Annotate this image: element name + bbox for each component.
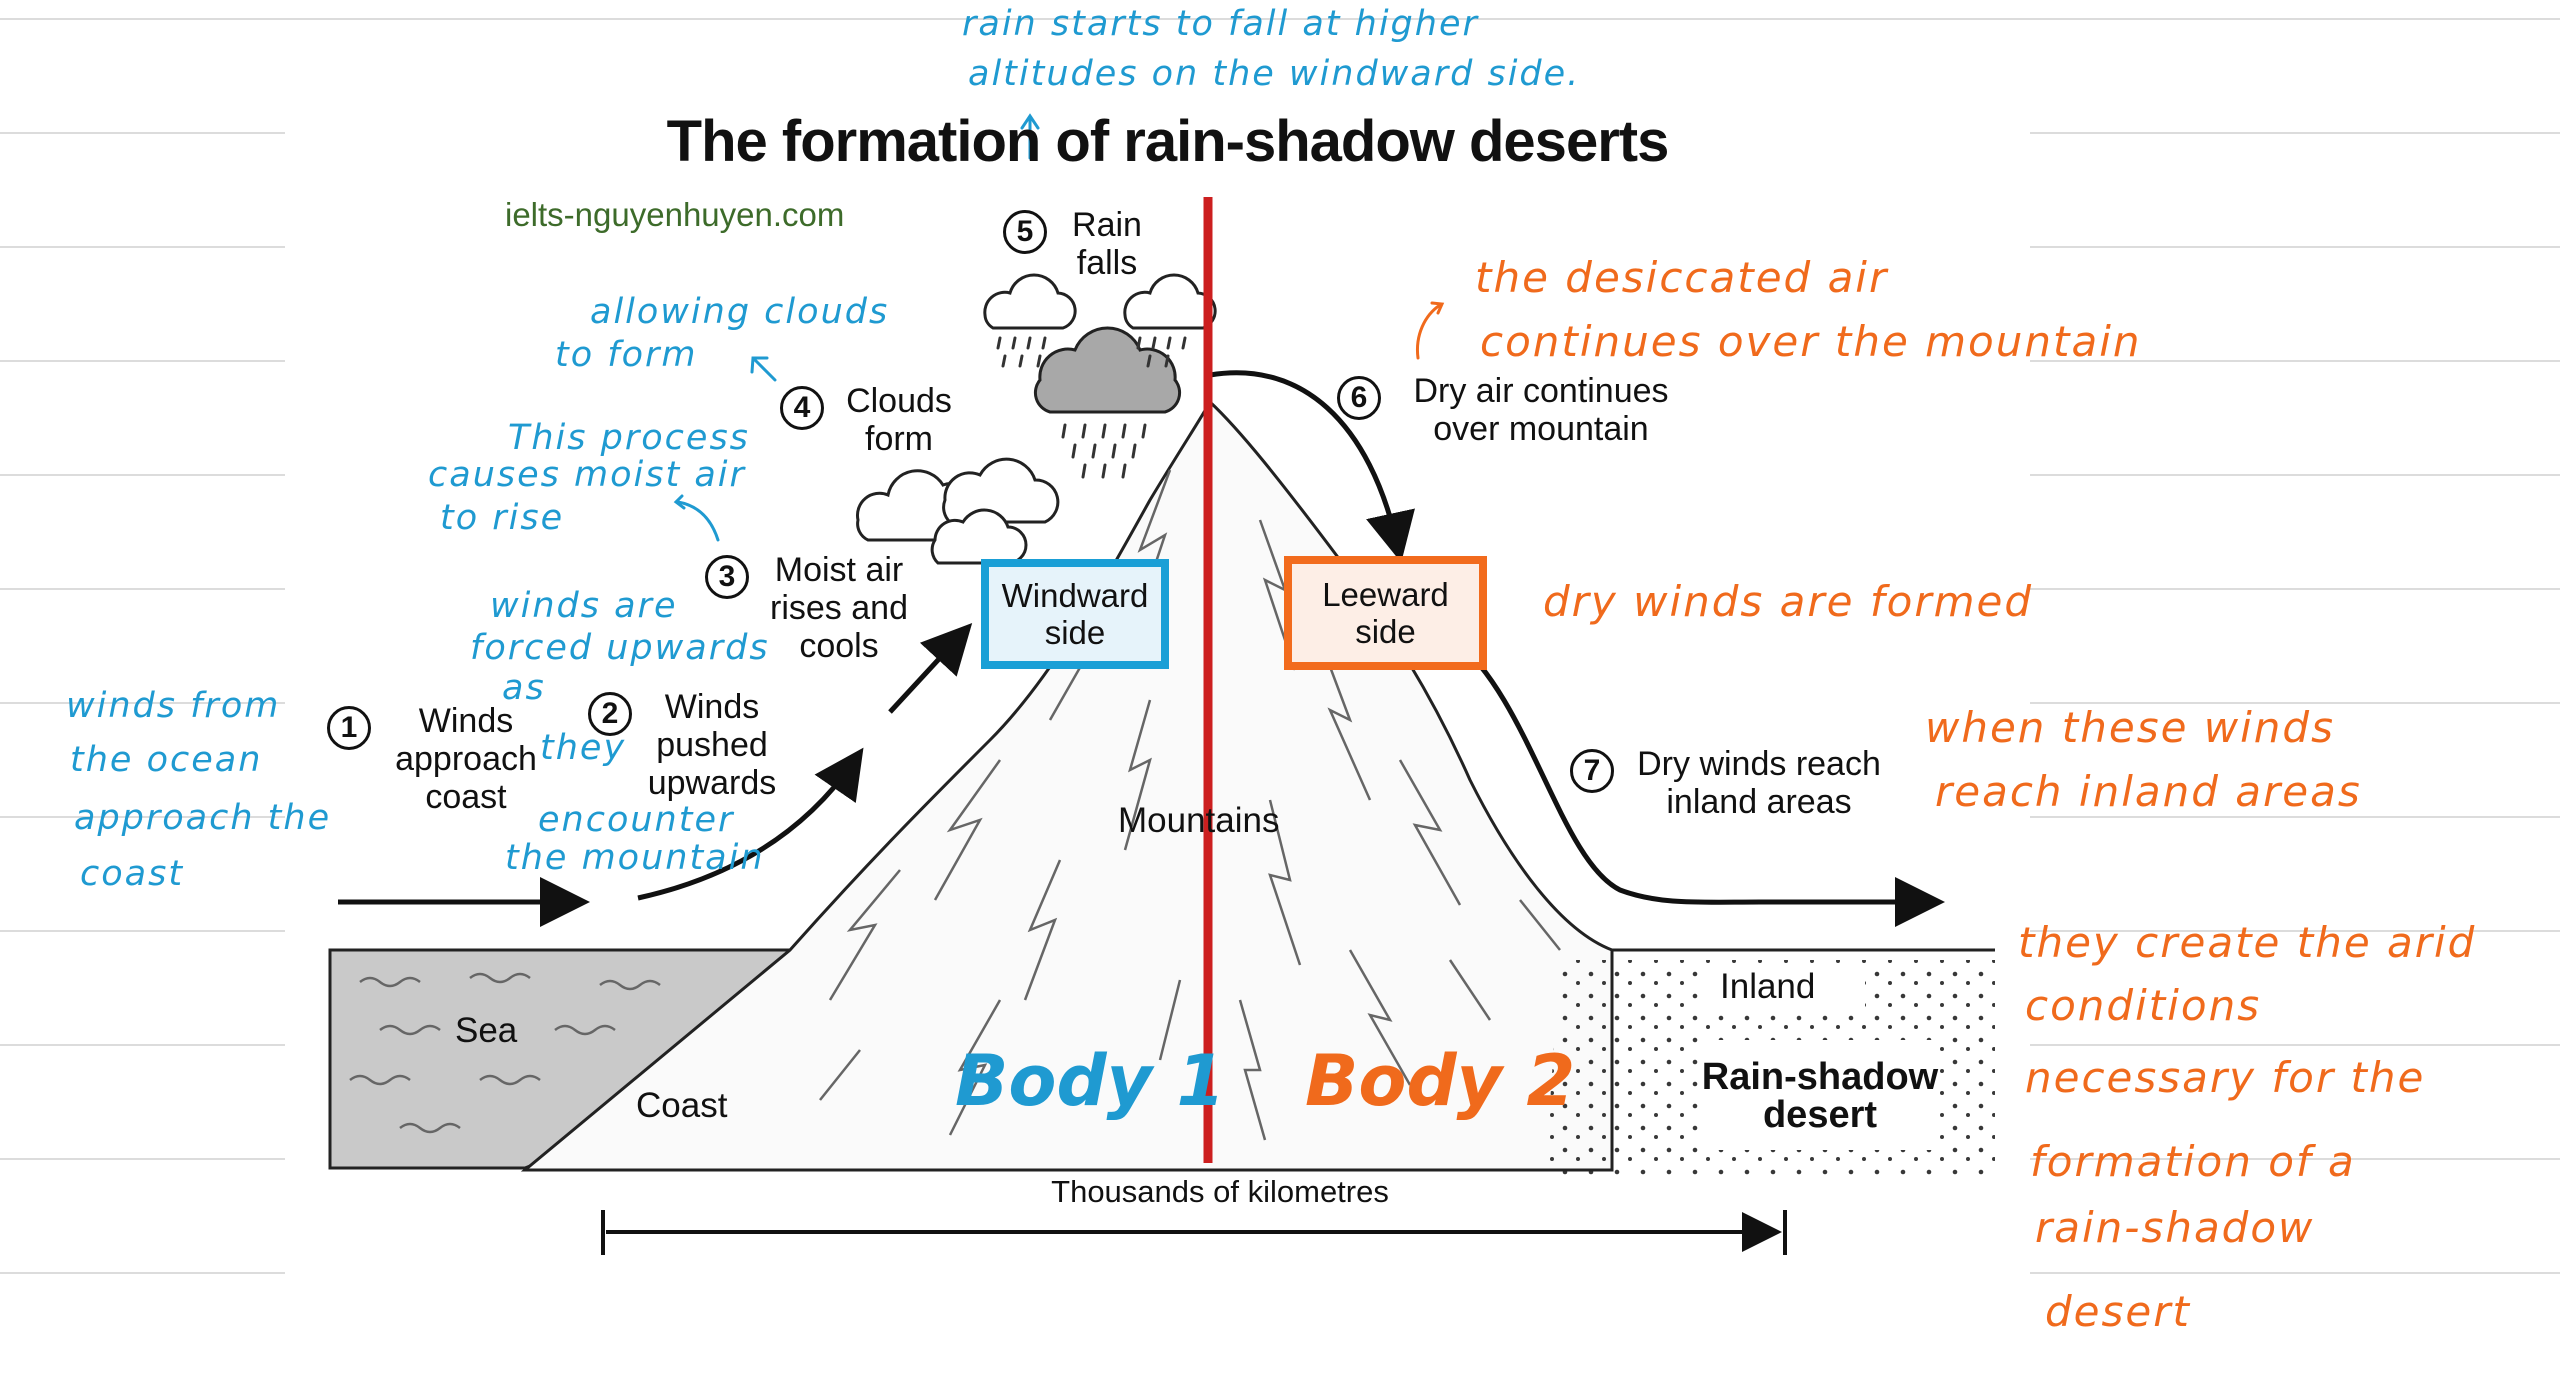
- note-inland-line-2: reach inland areas: [1935, 767, 2362, 816]
- dry-wind-arrow: [1453, 638, 1945, 927]
- annotation-arrow-clouds: [750, 356, 777, 382]
- note-winds-up-line-4: they: [540, 728, 627, 768]
- note-winds-up-line-3: as: [502, 668, 546, 708]
- diagram-title: The formation of rain-shadow deserts: [666, 109, 1670, 174]
- inland-label-bg: [1705, 965, 1865, 1015]
- step-3: 3 Moist air rises and cools: [705, 551, 919, 665]
- clouds-icon: [856, 457, 1060, 565]
- note-inland-line-4: conditions: [2025, 981, 2262, 1030]
- windward-box: [981, 559, 1169, 669]
- annotation-arrow-rain: [1020, 113, 1040, 160]
- mountains-label: Mountains: [1118, 801, 1280, 840]
- sea-label: Sea: [455, 1011, 518, 1050]
- desert-label: Rain-shadow desert: [1701, 1056, 1939, 1136]
- note-ocean-line-1: winds from: [66, 686, 281, 726]
- leeward-label: Leeward side: [1322, 576, 1449, 650]
- step-6: 6 Dry air continues over mountain: [1337, 372, 1691, 448]
- step-number: 7: [1570, 749, 1614, 793]
- note-ocean-line-3: approach the: [74, 798, 332, 838]
- note-inland-line-1: when these winds: [1925, 703, 2335, 752]
- note-inland-line-3: they create the arid: [2018, 918, 2477, 967]
- step-text: Winds pushed upwards: [647, 688, 777, 802]
- annotation-arrow-process: [673, 494, 720, 542]
- step-number: 5: [1003, 210, 1047, 254]
- step-text: Dry air continues over mountain: [1413, 372, 1669, 448]
- step-number: 2: [588, 692, 632, 736]
- note-clouds-line-2: to form: [555, 335, 698, 375]
- step-5: 5 Rain falls: [1003, 206, 1157, 282]
- step-number: 1: [327, 706, 371, 750]
- note-desiccated-line-2: continues over the mountain: [1480, 317, 2142, 366]
- step-text: Winds approach coast: [395, 702, 537, 816]
- windward-label: Windward side: [1001, 577, 1149, 651]
- note-inland-line-7: rain-shadow: [2035, 1203, 2315, 1252]
- note-inland-line-5: necessary for the: [2025, 1053, 2426, 1102]
- step-text: Moist air rises and cools: [770, 551, 908, 665]
- body-1-label: Body 1: [955, 1040, 1226, 1122]
- step-text: Clouds form: [846, 382, 952, 458]
- inland-label: Inland: [1720, 967, 1816, 1006]
- note-winds-up-line-2: forced upwards: [470, 628, 770, 668]
- wind-arrow-2: [637, 747, 864, 901]
- step-4: 4 Clouds form: [780, 382, 964, 458]
- coast-label: Coast: [636, 1086, 728, 1125]
- step-number: 6: [1337, 376, 1381, 420]
- annotation-arrow-desiccated: [1415, 301, 1445, 360]
- distance-arrow: [601, 1210, 1787, 1255]
- step-number: 4: [780, 386, 824, 430]
- desert-label-bg: [1700, 1040, 1940, 1150]
- notebook-line: [0, 18, 2560, 20]
- note-dry-winds: dry winds are formed: [1543, 577, 2034, 626]
- note-clouds-line-1: allowing clouds: [590, 292, 890, 332]
- step-7: 7 Dry winds reach inland areas: [1570, 745, 1894, 821]
- note-inland-line-8: desert: [2045, 1287, 2191, 1336]
- note-ocean-line-2: the ocean: [70, 740, 263, 780]
- step-text: Rain falls: [1072, 206, 1142, 282]
- dry-air-arrow: [1209, 370, 1415, 563]
- note-rain-line-1: rain starts to fall at higher: [962, 4, 1479, 44]
- note-inland-line-6: formation of a: [2030, 1137, 2356, 1186]
- note-process-line-3: to rise: [440, 498, 565, 538]
- note-ocean-line-4: coast: [80, 854, 185, 894]
- step-number: 3: [705, 555, 749, 599]
- step-2: 2 Winds pushed upwards: [588, 688, 782, 802]
- rain-cloud-icon: [983, 273, 1217, 479]
- note-process-line-2: causes moist air: [428, 455, 746, 495]
- leeward-box: [1284, 556, 1487, 670]
- note-process-line-1: This process: [508, 418, 750, 458]
- body-2-label: Body 2: [1305, 1040, 1576, 1122]
- note-winds-up-line-1: winds are: [490, 586, 678, 626]
- step-1: 1 Winds approach coast: [327, 702, 551, 816]
- note-desiccated-line-1: the desiccated air: [1475, 253, 1889, 302]
- note-rain-line-2: altitudes on the windward side.: [968, 54, 1581, 94]
- step-text: Dry winds reach inland areas: [1637, 745, 1881, 821]
- note-winds-up-line-6: the mountain: [505, 838, 765, 878]
- wind-arrow-3: [888, 622, 973, 714]
- website-label: ielts-nguyenhuyen.com: [505, 196, 845, 233]
- note-winds-up-line-5: encounter: [538, 800, 735, 840]
- distance-label: Thousands of kilometres: [1051, 1174, 1389, 1209]
